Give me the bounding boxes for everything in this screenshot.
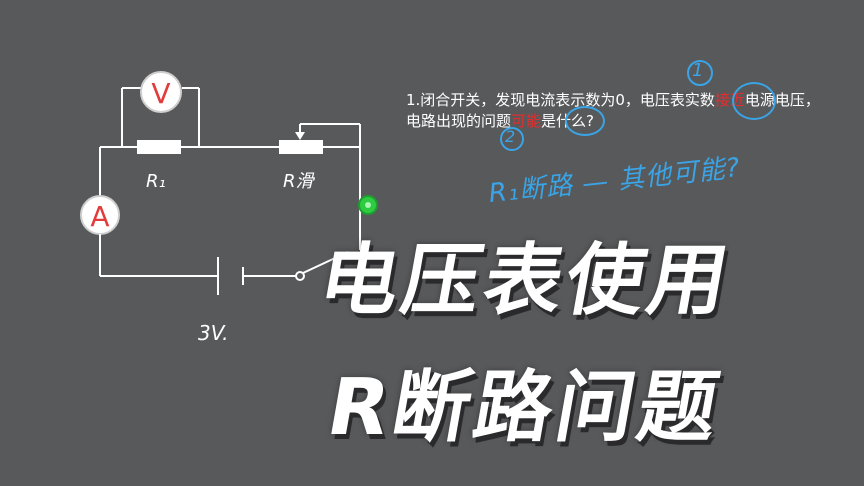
voltmeter bbox=[140, 71, 182, 113]
title-line1: 电压表使用 bbox=[312, 236, 739, 326]
rheostat bbox=[279, 140, 323, 154]
switch-pivot bbox=[295, 271, 305, 281]
switch-lever bbox=[302, 251, 349, 274]
question-highlight2: 可能 bbox=[511, 112, 542, 130]
ammeter-label: A bbox=[90, 200, 109, 233]
ink-mark2-ring bbox=[500, 127, 524, 151]
question-text: 1.闭合开关，发现电流表示数为0，电压表实数接近电源电压，电路出现的问题可能是什… bbox=[406, 90, 826, 132]
ink-mark2: 2 bbox=[505, 127, 516, 146]
slider-arrow bbox=[295, 132, 305, 140]
title-line2: R断路问题 bbox=[320, 363, 729, 453]
resistor-r1 bbox=[137, 140, 181, 154]
question-part1: 1.闭合开关，发现电流表示数为0，电压表实数 bbox=[406, 91, 715, 109]
battery-label: 3V. bbox=[198, 321, 228, 345]
r1-label: R₁ bbox=[146, 171, 166, 192]
rheostat-label: R滑 bbox=[283, 171, 316, 192]
ink-circle-near bbox=[732, 82, 776, 120]
ink-circle-possible bbox=[565, 106, 605, 136]
ink-mark1: 1 bbox=[692, 60, 704, 81]
green-pointer-center bbox=[365, 202, 371, 208]
ink-mark1-ring bbox=[687, 60, 713, 86]
voltmeter-label: V bbox=[151, 77, 170, 110]
